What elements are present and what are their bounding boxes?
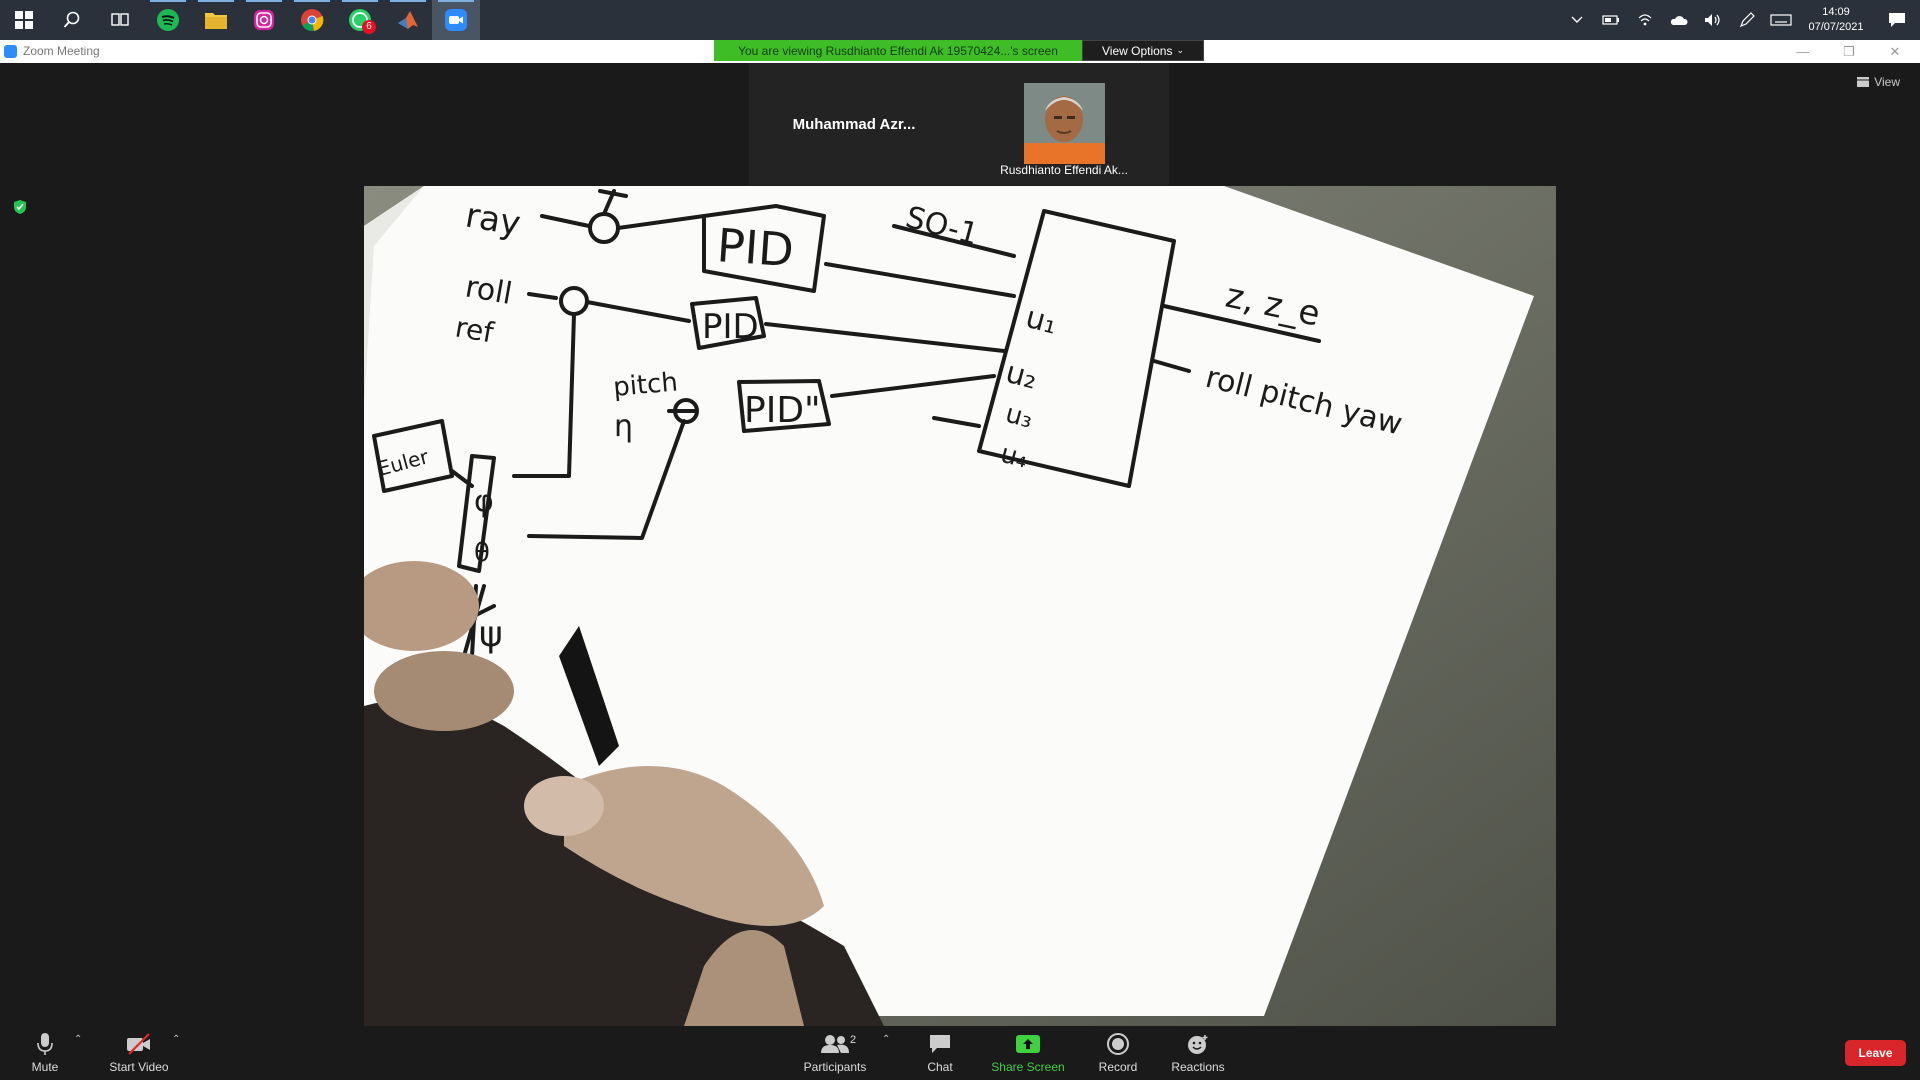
search-icon[interactable] — [48, 0, 96, 40]
shared-screen-view: PID PID PID" — [364, 186, 1556, 1026]
onedrive-icon[interactable] — [1662, 0, 1696, 40]
meeting-toolbar: Mute ⌃ Start Video ⌃ 2 Participants ⌃ Ch… — [0, 1026, 1920, 1080]
mute-label: Mute — [31, 1060, 59, 1074]
video-off-icon — [125, 1032, 153, 1056]
zoom-logo-icon — [4, 45, 17, 58]
video-options-caret[interactable]: ⌃ — [172, 1034, 181, 1045]
participants-button[interactable]: 2 Participants — [800, 1026, 870, 1080]
wifi-icon[interactable] — [1628, 0, 1662, 40]
svg-text:PID: PID — [702, 307, 759, 347]
participants-label: Participants — [803, 1060, 867, 1074]
view-button-label: View — [1874, 75, 1900, 89]
svg-text:roll: roll — [463, 269, 515, 312]
task-view-icon[interactable] — [96, 0, 144, 40]
spotify-icon[interactable] — [144, 0, 192, 40]
svg-text:φ: φ — [474, 484, 494, 519]
chrome-icon[interactable] — [288, 0, 336, 40]
chat-button[interactable]: Chat — [920, 1026, 960, 1080]
svg-text:pitch: pitch — [612, 367, 679, 403]
system-tray: 14:09 07/07/2021 — [1560, 0, 1920, 40]
reactions-label: Reactions — [1171, 1060, 1225, 1074]
share-screen-label: Share Screen — [991, 1060, 1065, 1074]
audio-options-caret[interactable]: ⌃ — [74, 1034, 83, 1045]
close-button[interactable]: ✕ — [1889, 43, 1901, 59]
participant-name: Rusdhianto Effendi Ak... — [1000, 163, 1128, 177]
svg-text:ψ: ψ — [479, 614, 503, 655]
svg-text:θ: θ — [474, 538, 490, 568]
notification-badge: 6 — [362, 20, 376, 34]
svg-text:PID": PID" — [744, 390, 821, 431]
view-options-label: View Options — [1101, 43, 1173, 58]
record-label: Record — [1098, 1060, 1138, 1074]
microphone-icon — [37, 1032, 53, 1056]
start-video-label: Start Video — [109, 1060, 169, 1074]
minimize-button[interactable]: — — [1796, 44, 1810, 59]
chat-label: Chat — [927, 1060, 953, 1074]
whiteboard-drawing: PID PID PID" — [364, 186, 1556, 1026]
instagram-icon[interactable] — [240, 0, 288, 40]
file-explorer-icon[interactable] — [192, 0, 240, 40]
mute-button[interactable]: Mute — [22, 1026, 68, 1080]
taskbar-clock[interactable]: 14:09 07/07/2021 — [1798, 5, 1874, 35]
smiley-icon — [1186, 1032, 1210, 1056]
pen-icon[interactable] — [1730, 0, 1764, 40]
chevron-up-icon[interactable] — [1560, 0, 1594, 40]
windows-taskbar: 6 14:09 07/07/2021 — [0, 0, 1920, 40]
participant-tile[interactable]: Muhammad Azr... — [749, 63, 959, 185]
svg-text:ray: ray — [462, 195, 523, 244]
svg-text:PID: PID — [715, 218, 795, 277]
viewing-screen-banner: You are viewing Rusdhianto Effendi Ak 19… — [714, 40, 1082, 61]
chat-icon — [928, 1032, 952, 1056]
leave-button[interactable]: Leave — [1845, 1040, 1906, 1066]
start-icon[interactable] — [0, 0, 48, 40]
share-screen-button[interactable]: Share Screen — [990, 1026, 1066, 1080]
action-center-icon[interactable] — [1874, 0, 1920, 40]
share-screen-icon — [1015, 1032, 1041, 1056]
window-title: Zoom Meeting — [23, 44, 100, 58]
participant-tile[interactable]: Rusdhianto Effendi Ak... — [959, 63, 1169, 185]
participants-options-caret[interactable]: ⌃ — [882, 1034, 891, 1045]
participants-icon — [820, 1032, 850, 1056]
participant-video — [1024, 83, 1105, 164]
reactions-button[interactable]: Reactions — [1170, 1026, 1226, 1080]
start-video-button[interactable]: Start Video — [104, 1026, 174, 1080]
matlab-icon[interactable] — [384, 0, 432, 40]
clock-date: 07/07/2021 — [1808, 21, 1864, 33]
view-button[interactable]: View — [1857, 75, 1900, 89]
participants-count: 2 — [850, 1034, 857, 1046]
record-button[interactable]: Record — [1096, 1026, 1140, 1080]
zoom-icon[interactable] — [432, 0, 480, 40]
encryption-shield-icon[interactable] — [13, 199, 27, 220]
restore-button[interactable]: ❐ — [1843, 43, 1855, 59]
record-icon — [1107, 1032, 1129, 1056]
svg-text:ref: ref — [453, 310, 497, 349]
battery-icon[interactable] — [1594, 0, 1628, 40]
whatsapp-icon[interactable]: 6 — [336, 0, 384, 40]
clock-time: 14:09 — [1822, 6, 1850, 18]
chevron-down-icon: ⌄ — [1176, 45, 1185, 55]
view-options-button[interactable]: View Options ⌄ — [1082, 40, 1204, 61]
presenter-hand — [364, 561, 884, 1026]
grid-icon — [1857, 77, 1870, 87]
keyboard-icon[interactable] — [1764, 0, 1798, 40]
volume-icon[interactable] — [1696, 0, 1730, 40]
participant-name: Muhammad Azr... — [792, 115, 916, 133]
svg-text:η: η — [614, 409, 633, 444]
participant-strip: Muhammad Azr... Rusdhianto Effendi Ak... — [749, 63, 1169, 185]
